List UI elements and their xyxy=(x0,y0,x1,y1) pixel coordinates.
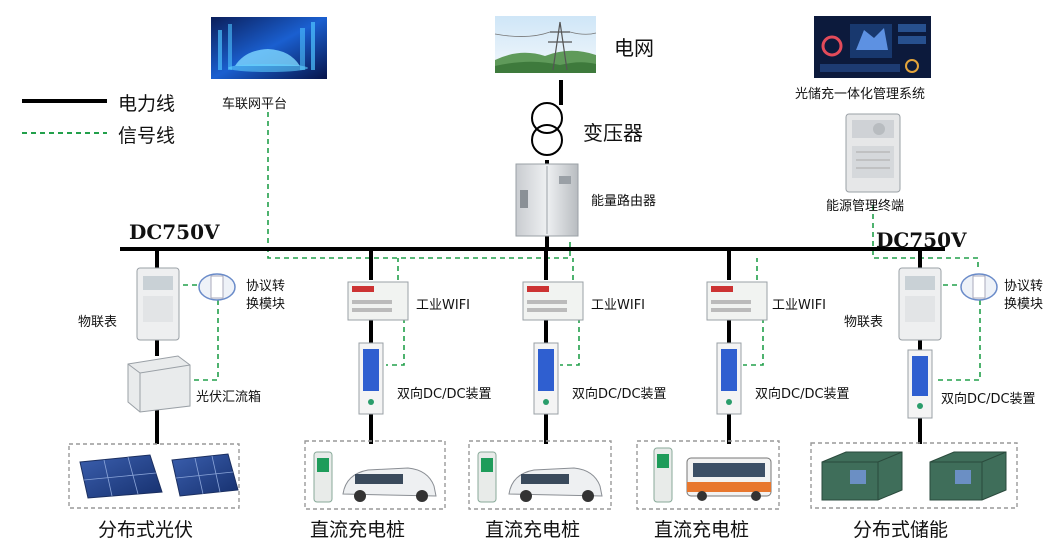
charger-1-image xyxy=(313,451,437,503)
transformer-label: 变压器 xyxy=(583,121,643,145)
left-protocol-converter-image xyxy=(198,273,236,301)
storage-image xyxy=(821,451,1007,501)
grid-image xyxy=(494,16,597,73)
right-protocol-converter-image xyxy=(960,273,998,301)
energy-terminal-image xyxy=(845,113,901,193)
iov-platform-image xyxy=(211,17,327,79)
transformer-symbol xyxy=(531,102,563,156)
right-meter-image xyxy=(898,267,942,341)
pv-combiner-image xyxy=(127,355,191,413)
right-meter-label: 物联表 xyxy=(844,315,884,330)
right-protocol-converter-label-line1: 协议转 xyxy=(1004,279,1044,294)
legend-signal-line-label: 信号线 xyxy=(118,125,176,147)
dcdc-device-1-image xyxy=(358,342,384,415)
bus-label-left: DC750V xyxy=(129,220,220,244)
legend-power-line-label: 电力线 xyxy=(118,93,176,115)
charger-box-3 xyxy=(636,440,780,510)
wifi-router-3-image xyxy=(706,281,768,321)
bottom-boxes xyxy=(68,440,1018,510)
wifi-label-1: 工业WIFI xyxy=(416,298,470,313)
dcdc-label-2: 双向DC/DC装置 xyxy=(572,387,667,402)
pv-combiner-label: 光伏汇流箱 xyxy=(196,390,262,405)
wifi-router-1-image xyxy=(347,281,409,321)
dcdc-label-1: 双向DC/DC装置 xyxy=(397,387,492,402)
distributed-storage-label: 分布式储能 xyxy=(853,519,949,541)
energy-router-image xyxy=(515,163,579,237)
charger-label-3: 直流充电桩 xyxy=(654,519,750,541)
left-meter-label: 物联表 xyxy=(78,315,118,330)
charger-3-image xyxy=(653,447,772,503)
pvs-system-label: 光储充一体化管理系统 xyxy=(795,87,926,102)
charger-label-1: 直流充电桩 xyxy=(310,519,406,541)
pv-panels-image xyxy=(79,453,239,499)
bus-label-right: DC750V xyxy=(876,228,967,252)
energy-router-label: 能量路由器 xyxy=(591,194,657,209)
pvs-system-image xyxy=(814,16,931,78)
storage-box xyxy=(810,442,1018,509)
pv-box xyxy=(68,443,240,509)
wifi-label-2: 工业WIFI xyxy=(591,298,645,313)
dcdc-device-2-image xyxy=(533,342,559,415)
distributed-pv-label: 分布式光伏 xyxy=(98,519,194,541)
dcdc-device-4-image xyxy=(907,349,933,419)
power-lines xyxy=(120,80,945,444)
left-protocol-converter-label-line2: 换模块 xyxy=(246,297,286,312)
energy-terminal-label: 能源管理终端 xyxy=(826,199,905,214)
wifi-router-2-image xyxy=(522,281,584,321)
charger-box-2 xyxy=(468,440,612,510)
charger-2-image xyxy=(477,451,603,503)
grid-label: 电网 xyxy=(614,36,654,60)
dcdc-device-3-image xyxy=(716,342,742,415)
wifi-label-3: 工业WIFI xyxy=(772,298,826,313)
left-meter-image xyxy=(136,267,180,341)
iov-platform-label: 车联网平台 xyxy=(222,97,288,112)
dcdc-label-4: 双向DC/DC装置 xyxy=(941,392,1036,407)
right-protocol-converter-label-line2: 换模块 xyxy=(1004,297,1044,312)
dcdc-label-3: 双向DC/DC装置 xyxy=(755,387,850,402)
charger-box-1 xyxy=(304,440,446,510)
left-protocol-converter-label-line1: 协议转 xyxy=(246,279,286,294)
signal-lines xyxy=(183,112,981,381)
charger-label-2: 直流充电桩 xyxy=(485,519,581,541)
